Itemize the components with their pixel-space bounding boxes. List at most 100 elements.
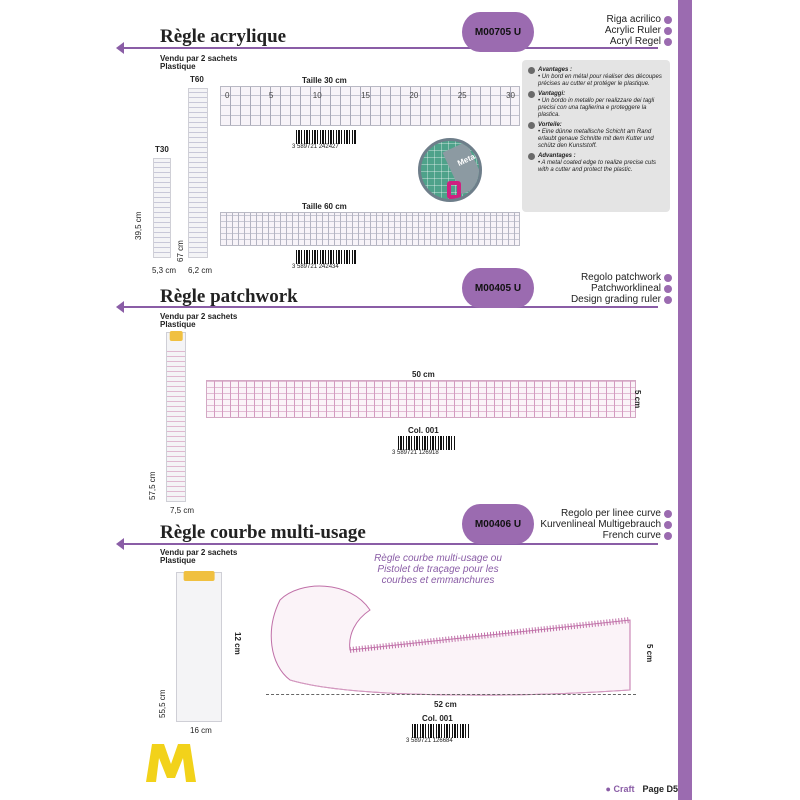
flag-icon — [664, 284, 672, 293]
product-code-badge: M00406 U — [462, 504, 534, 544]
package-t60 — [188, 88, 208, 258]
package-t30 — [153, 158, 171, 258]
flag-icon — [664, 520, 672, 529]
material-text: Plastique — [160, 556, 196, 565]
adv-body-de: • Eine dünne metallische Schicht am Rand… — [538, 129, 654, 149]
section-rule — [116, 42, 658, 54]
patchwork-ruler — [206, 380, 636, 418]
pkg-width: 16 cm — [190, 726, 212, 735]
scale-number: 15 — [361, 91, 370, 100]
brand-logo-mark — [146, 744, 196, 782]
translation-en: French curve — [602, 530, 661, 541]
section-rule — [116, 538, 658, 550]
product-code-badge: M00405 U — [462, 268, 534, 308]
flag-icon — [664, 295, 672, 304]
translation-it: Regolo per linee curve — [560, 508, 661, 519]
flag-it-icon — [528, 91, 535, 98]
curve-height-label: 12 cm — [233, 632, 242, 655]
brand-logo — [144, 740, 198, 784]
flag-en-icon — [528, 153, 535, 160]
acrylic-ruler-30: 0 5 10 15 20 25 30 — [220, 86, 520, 126]
pkg-width: 7,5 cm — [170, 506, 195, 515]
scale-number: 20 — [409, 91, 419, 100]
package-curve — [176, 571, 222, 722]
translations-block: Riga acrilico Acrylic Ruler Acryl Regel — [605, 14, 672, 47]
sold-text: Vendu par 2 sachets — [160, 548, 238, 557]
zoom-detail-circle: Metal — [418, 138, 482, 202]
adv-heading-de: Vorteile: — [538, 122, 562, 128]
translation-en: Acrylic Ruler — [604, 25, 661, 36]
flag-icon — [664, 26, 672, 35]
ruler-length-label: 50 cm — [412, 370, 435, 379]
translation-it: Regolo patchwork — [580, 272, 661, 283]
side-color-bar — [678, 0, 692, 800]
ruler-width-label: 5 cm — [633, 390, 642, 409]
advantages-panel: Avantages : • Un bord en métal pour réal… — [522, 60, 670, 212]
pkg-width-t30: 5,3 cm — [152, 266, 177, 275]
flag-de-icon — [528, 122, 535, 129]
translation-de: Patchworklineal — [590, 283, 661, 294]
section-title-curve: Règle courbe multi-usage — [160, 522, 366, 543]
barcode-2 — [296, 250, 356, 264]
scale-number: 5 — [268, 91, 274, 100]
sold-text: Vendu par 2 sachets — [160, 312, 238, 321]
barcode-4 — [412, 724, 470, 738]
translations-block: Regolo per linee curve Kurvenlineal Mult… — [540, 508, 672, 541]
color-code: Col. 001 — [408, 426, 439, 435]
section-rule — [116, 301, 658, 313]
color-code: Col. 001 — [422, 714, 453, 723]
pkg-label-t30: T30 — [155, 145, 169, 154]
footer-category: ● Craft — [605, 784, 635, 794]
adv-body-it: • Un bordo in metallo per realizzare dei… — [538, 98, 655, 118]
barcode-2-number: 3 589721 242434 — [292, 264, 339, 270]
material-text: Plastique — [160, 320, 196, 329]
translation-de: Acryl Regel — [609, 36, 661, 47]
barcode-4-number: 3 589721 126684 — [406, 738, 453, 744]
curve-length-label: 52 cm — [434, 700, 457, 709]
flag-icon — [664, 37, 672, 46]
flag-icon — [664, 273, 672, 282]
flag-icon — [664, 509, 672, 518]
flag-icon — [664, 531, 672, 540]
acrylic-ruler-60 — [220, 212, 520, 246]
section-title-patchwork: Règle patchwork — [160, 286, 298, 307]
dimension-line — [266, 694, 636, 695]
adv-body-fr: • Un bord en métal pour réaliser des déc… — [538, 74, 662, 87]
flag-icon — [664, 15, 672, 24]
pkg-height-t60: 67 cm — [176, 240, 185, 262]
french-curve-ruler — [270, 585, 631, 696]
scale-number: 0 — [225, 91, 230, 100]
material-text: Plastique — [160, 62, 196, 71]
adv-heading-fr: Avantages : — [538, 67, 573, 73]
barcode-1-number: 3 589721 242427 — [292, 144, 339, 150]
translations-block: Regolo patchwork Patchworklineal Design … — [571, 272, 672, 305]
package-patchwork — [166, 331, 186, 502]
section-title-acrylic: Règle acrylique — [160, 26, 287, 47]
pkg-height-t30: 39,5 cm — [134, 211, 143, 240]
pkg-height: 55,5 cm — [158, 689, 167, 718]
product-code-badge: M00705 U — [462, 12, 534, 52]
sold-text: Vendu par 2 sachets — [160, 54, 238, 63]
footer-page: Page D5 — [642, 784, 678, 794]
barcode-3-number: 3 589721 126918 — [392, 450, 439, 456]
scale-number: 30 — [506, 91, 515, 100]
ruler2-size-label: Taille 60 cm — [302, 202, 347, 211]
adv-body-en: • A metal coated edge to realize precise… — [538, 160, 657, 173]
adv-heading-en: Advantages : — [538, 153, 576, 159]
scale-number: 25 — [457, 91, 467, 100]
scale-number: 10 — [312, 91, 322, 100]
adv-heading-it: Vantaggi: — [538, 91, 566, 97]
ruler1-size-label: Taille 30 cm — [302, 76, 347, 85]
curve-note: Règle courbe multi-usage ou Pistolet de … — [374, 553, 502, 586]
translation-en: Design grading ruler — [570, 294, 661, 305]
page-footer: ● Craft Page D5 — [606, 784, 678, 794]
pkg-height: 57,5 cm — [148, 471, 157, 500]
curve-width-label: 5 cm — [645, 644, 654, 663]
barcode-3 — [398, 436, 456, 450]
pkg-label-t60: T60 — [190, 75, 204, 84]
barcode-1 — [296, 130, 356, 144]
pkg-width-t60: 6,2 cm — [188, 266, 213, 275]
translation-de: Kurvenlineal Multigebrauch — [540, 519, 661, 530]
flag-fr-icon — [528, 67, 535, 74]
translation-it: Riga acrilico — [606, 14, 661, 25]
